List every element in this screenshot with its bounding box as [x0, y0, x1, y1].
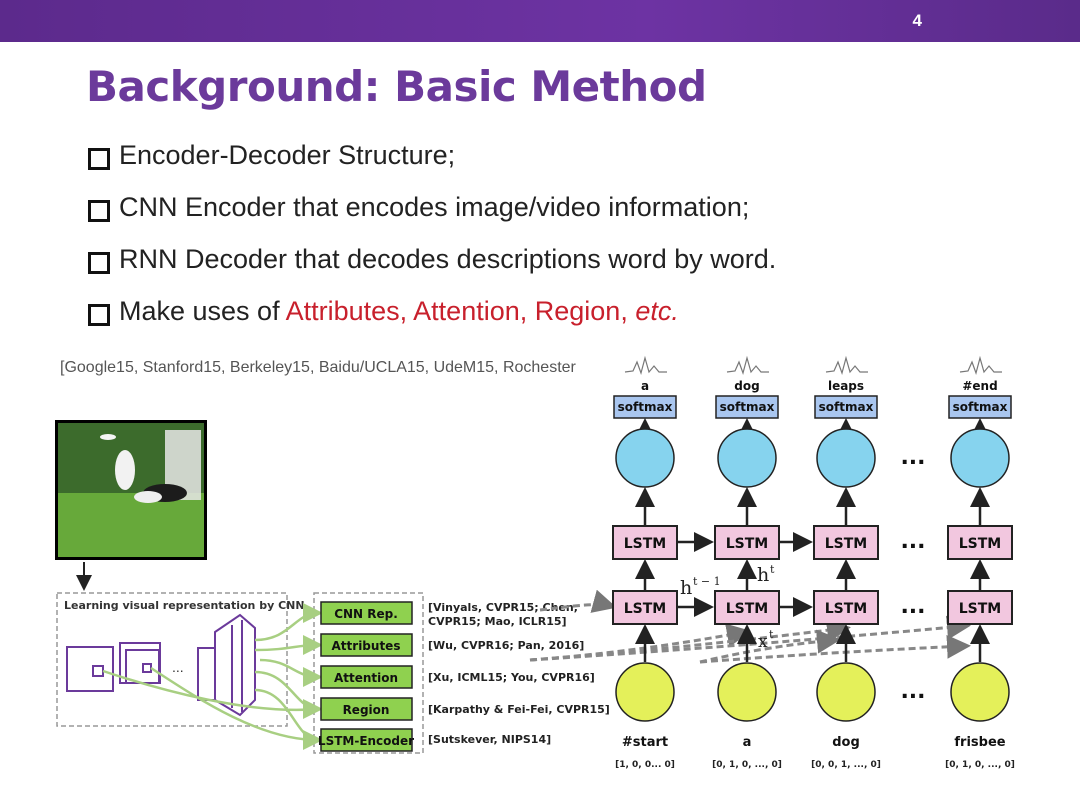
- rep-box-item: [320, 601, 413, 625]
- lstm-cell-top: [714, 525, 780, 560]
- cnn-box-title: Learning visual representation by CNN: [64, 599, 305, 612]
- h-prev-sup: t − 1: [693, 575, 721, 588]
- lstm-cell-top: [947, 525, 1013, 560]
- checkbox-icon: [88, 200, 110, 222]
- bullet-text: CNN Encoder that encodes image/video inf…: [119, 192, 750, 222]
- rep-label: Region: [343, 703, 390, 717]
- distribution-icon: [624, 355, 667, 375]
- connector-line: [254, 603, 323, 642]
- citation: [Xu, ICML15; You, CVPR16]: [428, 671, 595, 684]
- output-node: [950, 428, 1010, 488]
- rep-label: CNN Rep.: [334, 607, 398, 621]
- header-bar: 4: [0, 0, 1080, 42]
- output-word: leaps: [828, 379, 864, 393]
- input-word: dog: [832, 735, 860, 750]
- bullet-text: Make uses of Attributes, Attention, Regi…: [119, 296, 679, 326]
- citation: [Karpathy & Fei-Fei, CVPR15]: [428, 703, 610, 716]
- rep-box-item: [320, 633, 413, 657]
- output-word: a: [641, 379, 649, 393]
- onehot-vector: [1, 0, 0... 0]: [615, 760, 675, 770]
- onehot-vector: [0, 0, 1, ..., 0]: [811, 760, 881, 770]
- input-node: [717, 662, 777, 722]
- distribution-icon: [825, 355, 868, 375]
- softmax-label: softmax: [819, 400, 874, 414]
- connector-line: [254, 670, 323, 719]
- feed-arrow: [529, 618, 851, 662]
- checkbox-icon: [88, 148, 110, 170]
- rep-label: Attributes: [332, 639, 401, 653]
- highlight-attributes: Attributes: [285, 296, 400, 326]
- citation: CVPR15; Mao, ICLR15]: [428, 615, 567, 628]
- softmax-label: softmax: [720, 400, 775, 414]
- page-number: 4: [912, 11, 922, 30]
- distribution-icon: [959, 355, 1002, 375]
- lstm-label: LSTM: [959, 601, 1002, 617]
- cnn-layers: [66, 613, 256, 717]
- cnn-box: [56, 592, 288, 727]
- input-word: a: [743, 735, 752, 750]
- rep-box-item: [320, 665, 413, 689]
- input-node: [950, 662, 1010, 722]
- lstm-label: LSTM: [624, 536, 667, 552]
- softmax-label: softmax: [953, 400, 1008, 414]
- ellipsis: ...: [900, 594, 925, 619]
- feed-arrow: [539, 589, 617, 613]
- checkbox-icon: [88, 304, 110, 326]
- citation: [Sutskever, NIPS14]: [428, 733, 551, 746]
- output-word: dog: [734, 379, 759, 393]
- lstm-label: LSTM: [726, 536, 769, 552]
- onehot-vector: [0, 1, 0, ..., 0]: [712, 760, 782, 770]
- lstm-label: LSTM: [726, 601, 769, 617]
- x-cur-sup: t: [769, 628, 774, 641]
- dog-photo: [55, 420, 207, 560]
- ellipsis: ...: [900, 445, 925, 470]
- connector-line: [150, 666, 319, 742]
- connector-line: [102, 669, 319, 712]
- connector-line: [254, 688, 323, 750]
- lstm-cell-bottom: [947, 590, 1013, 625]
- cnn-ellipsis: ...: [172, 659, 184, 675]
- lstm-label: LSTM: [624, 601, 667, 617]
- h-cur-sup: t: [770, 563, 775, 576]
- onehot-vector: [0, 1, 0, ..., 0]: [945, 760, 1015, 770]
- connector-line: [254, 635, 323, 656]
- x-cur-label: x: [758, 632, 768, 652]
- feed-arrow: [699, 629, 841, 664]
- output-node: [717, 428, 777, 488]
- feed-arrow: [529, 615, 971, 662]
- bullet-prefix: Make uses of: [119, 296, 286, 326]
- highlight-region: Region: [534, 296, 621, 326]
- lstm-label: LSTM: [825, 601, 868, 617]
- input-word: frisbee: [954, 735, 1005, 750]
- h-cur-label: h: [757, 564, 769, 586]
- input-node: [615, 662, 675, 722]
- rep-box-item: [320, 728, 413, 752]
- checkbox-icon: [88, 252, 110, 274]
- input-word: #start: [622, 735, 668, 750]
- h-prev-label: h: [680, 577, 692, 599]
- softmax-label: softmax: [618, 400, 673, 414]
- highlight-attention: Attention: [413, 296, 520, 326]
- citation: [Wu, CVPR16; Pan, 2016]: [428, 639, 584, 652]
- output-node: [816, 428, 876, 488]
- lstm-label: LSTM: [959, 536, 1002, 552]
- lstm-label: LSTM: [825, 536, 868, 552]
- input-node: [816, 662, 876, 722]
- rep-box-item: [320, 697, 413, 721]
- rep-label: LSTM-Encoder: [318, 734, 414, 748]
- distribution-icon: [726, 355, 769, 375]
- feed-arrow: [699, 634, 971, 664]
- highlight-etc: etc.: [635, 296, 679, 326]
- bullet-text: Encoder-Decoder Structure;: [119, 140, 456, 170]
- output-node: [615, 428, 675, 488]
- ellipsis: ...: [900, 529, 925, 554]
- ellipsis: ...: [900, 679, 925, 704]
- rep-label: Attention: [334, 671, 398, 685]
- bullet-text: RNN Decoder that decodes descriptions wo…: [119, 244, 777, 274]
- connector-line: [259, 658, 323, 687]
- slide-title: Background: Basic Method: [86, 62, 707, 111]
- reference-line: [Google15, Stanford15, Berkeley15, Baidu…: [60, 359, 576, 376]
- output-word: #end: [962, 379, 997, 393]
